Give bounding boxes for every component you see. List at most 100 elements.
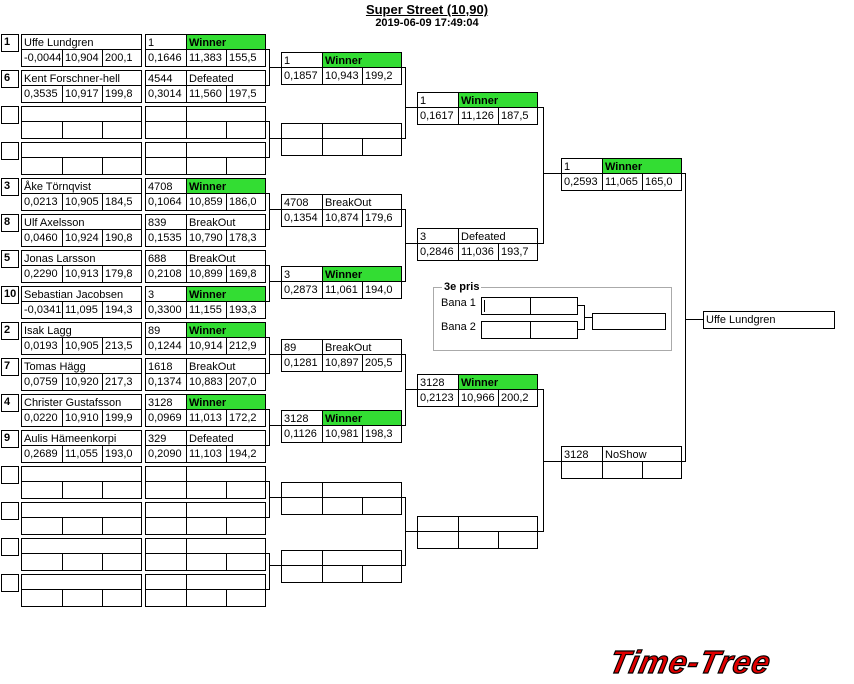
racer-name[interactable]: Ulf Axelsson [24,217,85,229]
speed[interactable]: 179,6 [362,210,401,226]
car-number[interactable]: 3128 [148,397,173,409]
reaction-time[interactable] [418,532,458,548]
racer-name-row[interactable]: Uffe Lundgren [21,34,142,52]
car-number[interactable]: 89 [148,325,161,337]
car-number[interactable]: 3128 [420,377,445,389]
speed[interactable]: 194,0 [362,282,401,298]
result-status[interactable]: Defeated [186,71,265,87]
result-status[interactable] [186,467,265,483]
elapsed-time[interactable]: 10,897 [322,355,362,371]
speed[interactable] [226,590,265,606]
speed[interactable]: 213,5 [102,338,141,354]
elapsed-time[interactable]: 11,155 [186,302,226,318]
result-status[interactable]: Defeated [458,229,537,245]
speed[interactable]: 184,5 [102,194,141,210]
reaction-time[interactable]: 0,1126 [284,428,317,440]
elapsed-time[interactable]: 10,883 [186,374,226,390]
elapsed-time[interactable]: 10,943 [322,68,362,84]
speed[interactable]: 200,2 [498,390,537,406]
result-status[interactable]: Winner [322,267,401,283]
reaction-time[interactable]: 0,1064 [148,196,182,208]
car-number[interactable]: 3 [420,231,427,243]
elapsed-time[interactable] [186,158,226,174]
speed[interactable] [226,518,265,534]
speed[interactable] [642,462,681,478]
speed[interactable]: 172,2 [226,410,265,426]
reaction-time[interactable]: 0,2873 [284,284,318,296]
racer-name[interactable]: Åke Törnqvist [24,181,92,193]
result-status[interactable] [322,551,401,567]
reaction-time[interactable]: 0,1617 [420,110,454,122]
speed[interactable]: 198,3 [362,426,401,442]
racer-times-row[interactable] [21,121,142,139]
racer-times-row[interactable] [21,517,142,535]
car-number[interactable]: 3 [148,289,155,301]
speed[interactable]: 155,5 [226,50,265,66]
reaction-time[interactable]: 0,3535 [24,88,58,100]
reaction-time[interactable] [282,139,322,155]
speed[interactable] [102,590,141,606]
elapsed-time[interactable]: 10,859 [186,194,226,210]
elapsed-time[interactable] [322,566,362,582]
car-number[interactable]: 3128 [564,449,589,461]
speed[interactable]: 169,8 [226,266,265,282]
speed[interactable] [102,158,141,174]
reaction-time[interactable] [22,590,62,606]
elapsed-time[interactable]: 10,966 [458,390,498,406]
result-status[interactable]: Winner [602,159,681,175]
elapsed-time[interactable] [322,498,362,514]
car-number[interactable]: 4544 [148,73,173,85]
reaction-time[interactable]: 0,1535 [148,232,182,244]
result-status[interactable] [458,517,537,533]
speed[interactable]: 212,9 [226,338,265,354]
result-times-row[interactable] [145,553,266,571]
result-times-row[interactable] [145,157,266,175]
result-status[interactable] [186,143,265,159]
match-times-row[interactable] [281,565,402,583]
result-status[interactable] [186,539,265,555]
elapsed-time[interactable] [62,554,102,570]
lane2-cell-left[interactable] [482,322,530,338]
car-number[interactable]: 4708 [284,197,309,209]
speed[interactable]: 193,0 [102,446,141,462]
reaction-time[interactable] [146,590,186,606]
racer-times-row[interactable] [21,157,142,175]
reaction-time[interactable]: 0,1244 [148,340,182,352]
elapsed-time[interactable] [62,482,102,498]
reaction-time[interactable] [146,122,186,138]
speed[interactable]: 193,7 [498,244,537,260]
speed[interactable] [102,518,141,534]
result-times-row[interactable] [145,517,266,535]
reaction-time[interactable]: -0,0341 [24,304,62,316]
reaction-time[interactable]: 0,2090 [148,448,182,460]
reaction-time[interactable] [22,518,62,534]
result-status[interactable]: Winner [186,287,265,303]
reaction-time[interactable] [22,482,62,498]
car-number[interactable]: 1 [148,37,155,49]
reaction-time[interactable] [22,158,62,174]
result-status[interactable] [186,503,265,519]
reaction-time[interactable] [146,554,186,570]
elapsed-time[interactable] [62,122,102,138]
